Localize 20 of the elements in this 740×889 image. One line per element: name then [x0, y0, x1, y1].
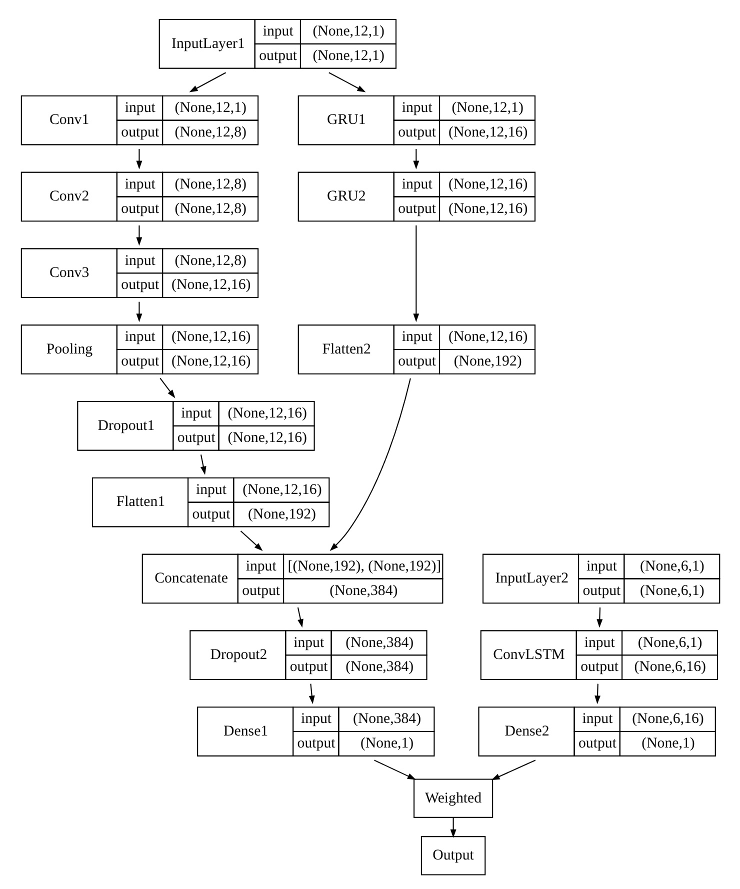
arrow: [136, 148, 142, 169]
arrow: [491, 759, 536, 780]
arrow: [308, 683, 315, 704]
arrow: [328, 72, 366, 92]
arrow: [200, 454, 206, 474]
arrow: [374, 759, 416, 780]
arrow: [450, 816, 456, 838]
arrow: [413, 224, 420, 322]
arrow: [596, 606, 603, 628]
node-box: Weighted: [414, 778, 494, 818]
arrow: [136, 301, 142, 322]
arrow: [136, 224, 142, 246]
arrow: [160, 377, 176, 398]
arrow: [297, 606, 304, 628]
arrow: [189, 72, 226, 92]
arrow: [330, 378, 411, 551]
arrow: [413, 148, 420, 169]
arrow: [240, 530, 263, 551]
arrow: [594, 683, 601, 704]
node-box: Output: [420, 836, 486, 875]
